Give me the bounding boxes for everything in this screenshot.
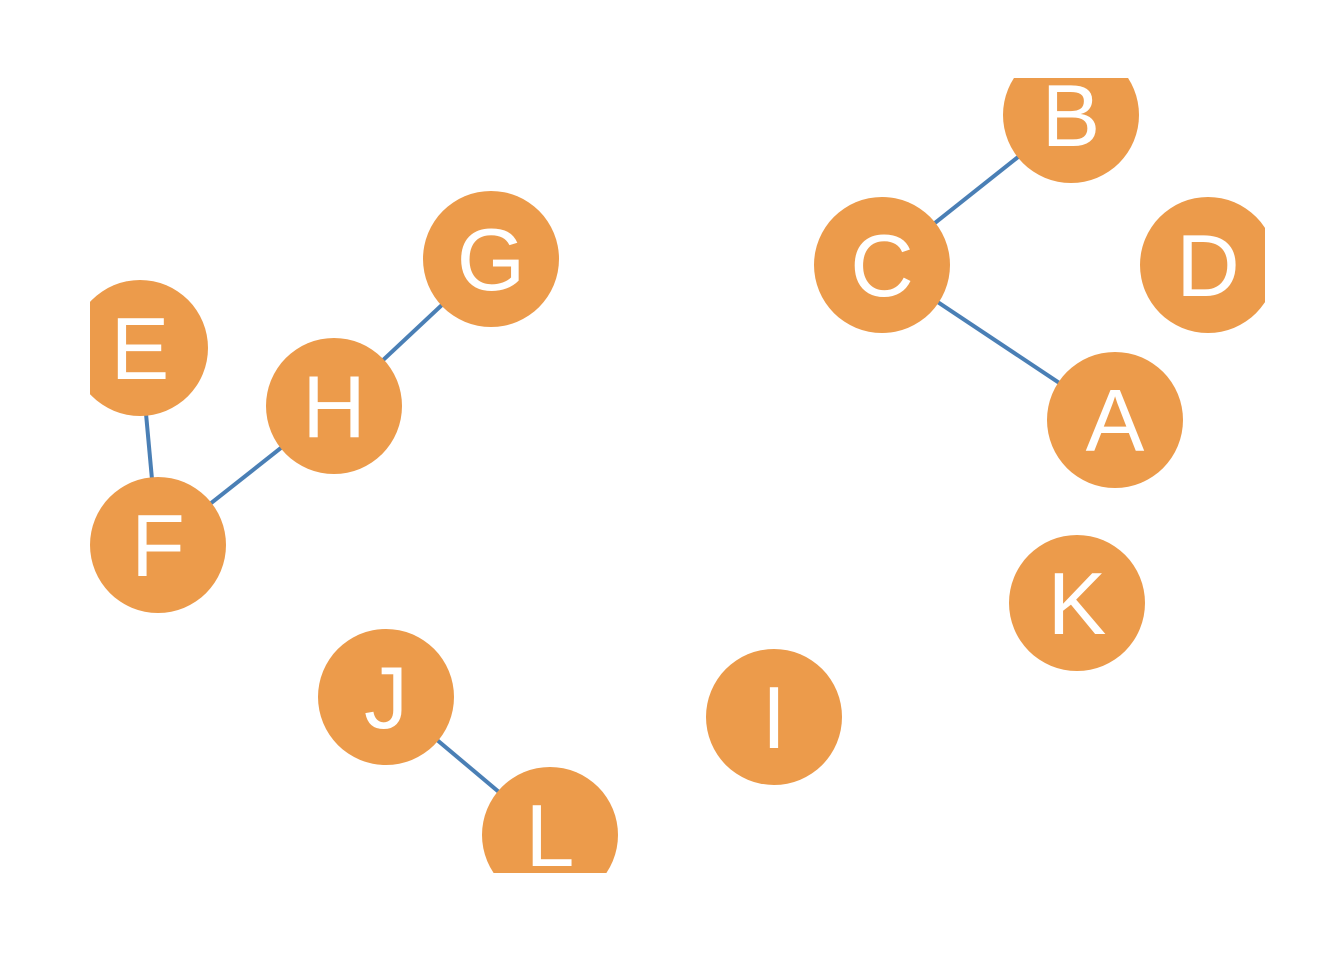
nodes-layer: A B C D EF GH I J K L <box>90 66 1265 885</box>
node-circle <box>482 767 618 873</box>
node-circle <box>706 649 842 785</box>
node-k: K <box>1009 535 1145 671</box>
node-label: J <box>364 648 408 747</box>
node-e: E <box>90 280 208 416</box>
node-circle <box>1009 535 1145 671</box>
node-label: E <box>111 299 170 398</box>
node-label: G <box>457 210 525 309</box>
node-label: F <box>131 496 185 595</box>
node-label: I <box>762 668 786 767</box>
node-label: C <box>850 216 914 315</box>
node-label: L <box>526 786 575 885</box>
node-circle <box>1047 352 1183 488</box>
node-circle <box>1003 78 1139 183</box>
node-label: D <box>1176 216 1240 315</box>
node-label: H <box>302 357 366 456</box>
node-label: B <box>1042 66 1101 165</box>
node-d: D <box>1140 197 1265 333</box>
node-j: J <box>318 629 454 765</box>
node-i: I <box>706 649 842 785</box>
node-circle <box>1140 197 1265 333</box>
node-circle <box>318 629 454 765</box>
node-l: L <box>482 767 618 885</box>
node-circle <box>423 191 559 327</box>
node-circle <box>90 477 226 613</box>
node-a: A <box>1047 352 1183 488</box>
node-label: A <box>1086 371 1145 470</box>
node-b: B <box>1003 66 1139 183</box>
node-h: H <box>266 338 402 474</box>
node-c: C <box>814 197 950 333</box>
node-circle <box>90 280 208 416</box>
plot-area: A B C D EF GH I J K L <box>90 66 1265 885</box>
node-circle <box>814 197 950 333</box>
edges-layer <box>138 113 1117 837</box>
node-circle <box>266 338 402 474</box>
node-label: K <box>1048 554 1107 653</box>
node-g: G <box>423 191 559 327</box>
node-f: F <box>90 477 226 613</box>
